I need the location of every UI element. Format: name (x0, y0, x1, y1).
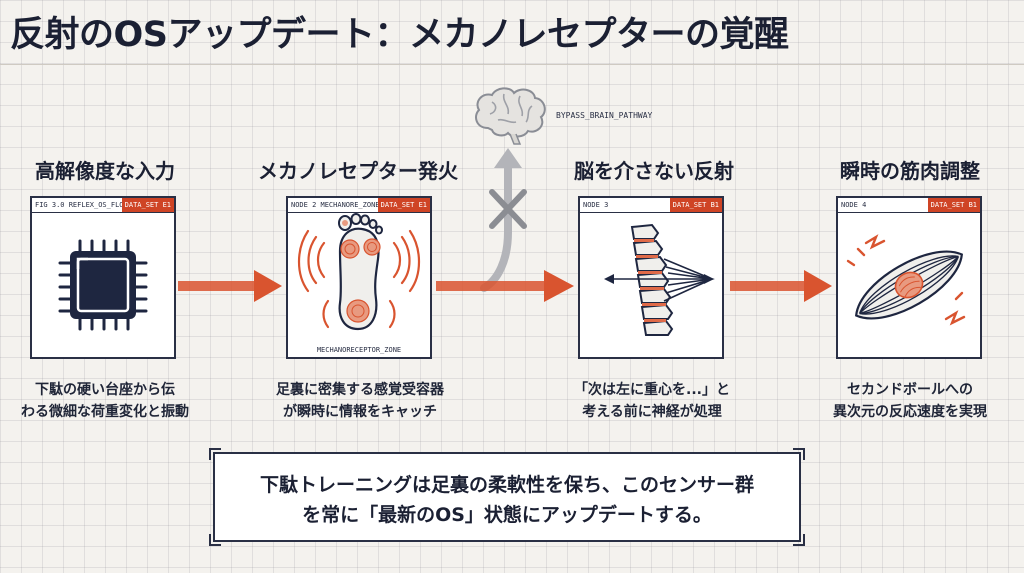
step-4-heading: 瞬時の筋肉調整 (840, 159, 980, 183)
summary-note: 下駄トレーニングは足裏の柔軟性を保ち、このセンサー群 を常に「最新のOS」状態に… (209, 448, 805, 546)
step-1-description: 下駄の硬い台座から伝 わる微細な荷重変化と振動 (21, 382, 189, 420)
data-set-tag: DATA_SET E1 (121, 198, 174, 212)
step-3-heading: 脳を介さない反射 (574, 159, 734, 183)
bypass-label: BYPASS_BRAIN_PATHWAY (556, 111, 653, 120)
card-header: FIG 3.0 REFLEX_OS_FLOW DATA_SET E1 (32, 198, 174, 213)
page-title: 反射のOSアップデート：メカノレセプターの覚醒 (10, 15, 789, 55)
step-1-heading: 高解像度な入力 (35, 159, 175, 183)
blocked-x-icon (489, 189, 527, 229)
step-2-card: NODE 2 MECHANORE_ZONE DATA_SET E1 MECHAN… (286, 196, 432, 359)
note-corner (793, 534, 805, 546)
data-set-tag: DATA_SET E1 (377, 198, 430, 212)
summary-line-2: を常に「最新のOS」状態にアップデートする。 (302, 504, 712, 526)
muscle-icon (846, 234, 966, 326)
step-2-heading: メカノレセプター発火 (258, 159, 458, 183)
step-4-card: NODE 4 DATA_SET B1 (836, 196, 982, 359)
data-set-tag: DATA_SET B1 (669, 198, 722, 212)
foot-icon (298, 213, 420, 331)
step-3-description: 「次は左に重心を...」と 考える前に神経が処理 (574, 382, 730, 420)
summary-line-1: 下駄トレーニングは足裏の柔軟性を保ち、このセンサー群 (259, 474, 754, 496)
spine-icon (604, 223, 715, 336)
card-header: NODE 3 DATA_SET B1 (580, 198, 722, 213)
title-divider (0, 64, 1024, 65)
step-1-card: FIG 3.0 REFLEX_OS_FLOW DATA_SET E1 (30, 196, 176, 359)
step-3-card: NODE 3 DATA_SET B1 (578, 196, 724, 359)
card-code: NODE 3 (583, 201, 609, 209)
flow-arrow-3 (730, 270, 832, 302)
chip-icon (58, 239, 148, 331)
note-corner (209, 448, 221, 460)
card-code: NODE 4 (841, 201, 867, 209)
note-corner (209, 534, 221, 546)
card-header: NODE 4 DATA_SET B1 (838, 198, 980, 213)
step-4-description: セカンドボールへの 異次元の反応速度を実現 (833, 382, 987, 420)
card-caption: MECHANORECEPTOR_ZONE (316, 346, 402, 354)
data-set-tag: DATA_SET B1 (927, 198, 980, 212)
summary-text: 下駄トレーニングは足裏の柔軟性を保ち、このセンサー群 を常に「最新のOS」状態に… (215, 470, 799, 530)
card-code: NODE 2 MECHANORE_ZONE (291, 201, 380, 209)
note-corner (793, 448, 805, 460)
card-header: NODE 2 MECHANORE_ZONE DATA_SET E1 (288, 198, 430, 213)
flow-arrow-1 (178, 270, 282, 302)
step-2-description: 足裏に密集する感覚受容器 が瞬時に情報をキャッチ (276, 382, 444, 420)
flow-arrow-2 (436, 270, 574, 302)
brain-icon (475, 87, 546, 145)
card-code: FIG 3.0 REFLEX_OS_FLOW (35, 201, 128, 209)
